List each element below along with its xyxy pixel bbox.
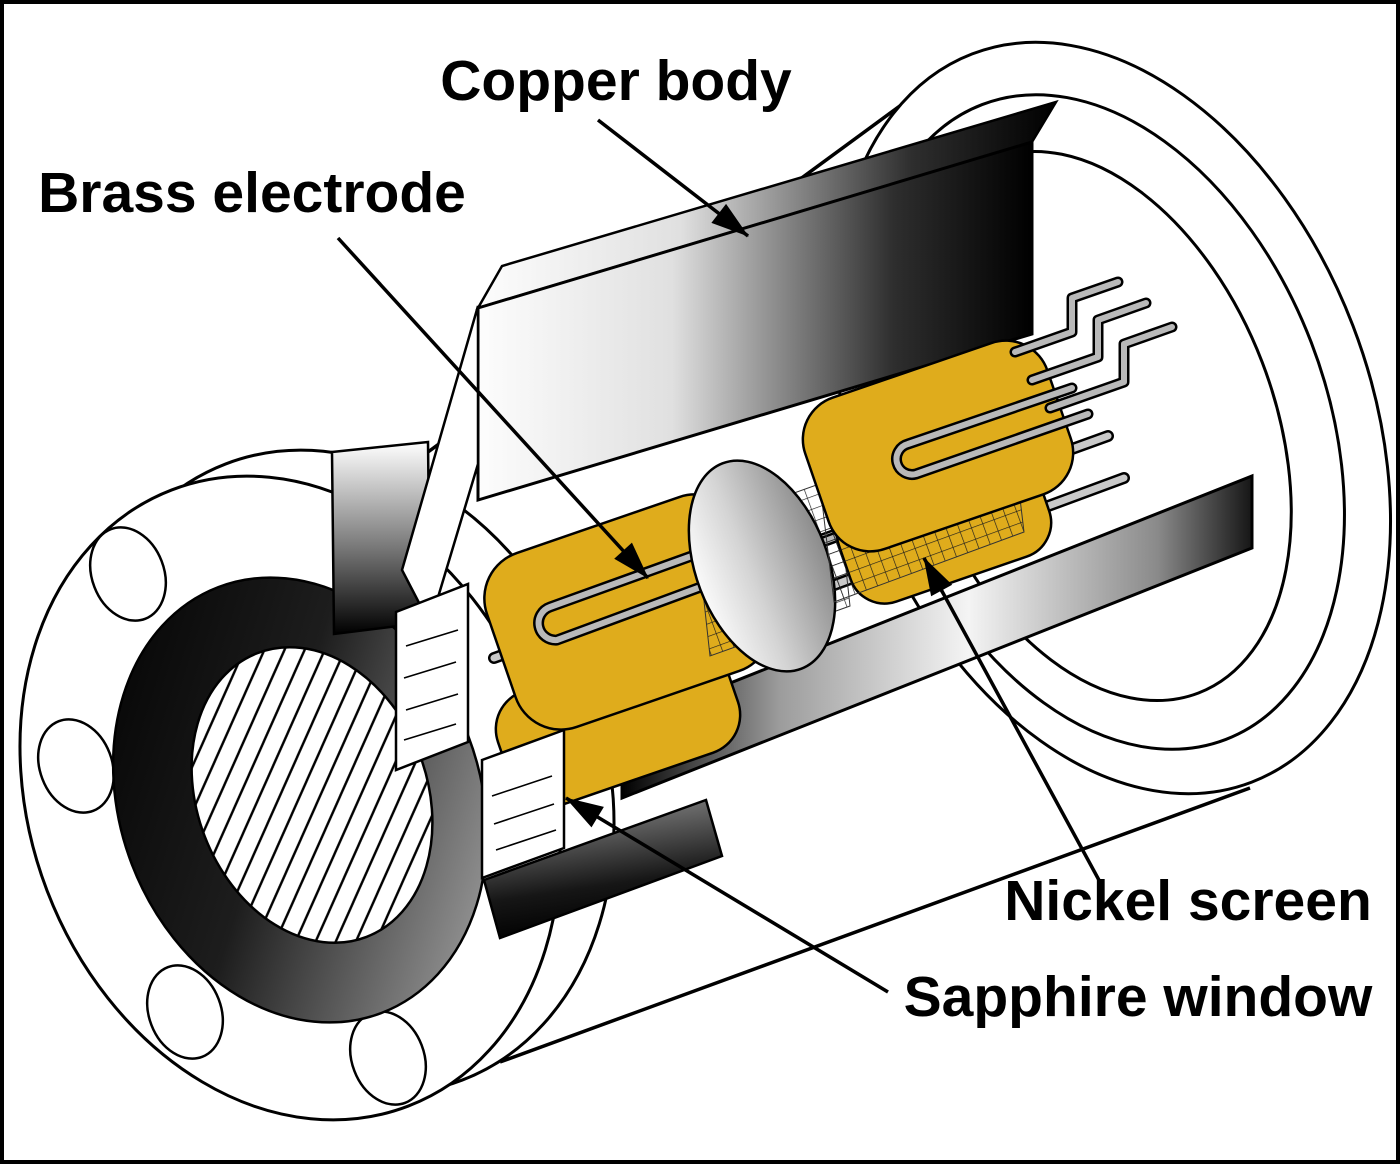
lower-cut-wedge bbox=[482, 798, 724, 940]
brass-electrode-leader-arrow bbox=[336, 236, 650, 580]
brass-electrode-label: Brass electrode bbox=[38, 161, 466, 225]
body-bottom-outline bbox=[499, 786, 1251, 1064]
sapphire-window-label: Sapphire window bbox=[904, 965, 1373, 1029]
flange bbox=[18, 440, 616, 1122]
wire bbox=[535, 461, 1037, 644]
annotations: Copper body Brass electrode Nickel scree… bbox=[38, 49, 1373, 1029]
sapphire-window-leader-arrow bbox=[565, 796, 889, 994]
sapphire-window-part bbox=[480, 728, 724, 940]
electrode-wires-right bbox=[891, 276, 1178, 480]
bolt-hole bbox=[145, 964, 225, 1060]
nickel-screen-label: Nickel screen bbox=[1004, 869, 1372, 933]
bore-hatching bbox=[191, 647, 433, 943]
feedthrough-wire bbox=[1029, 300, 1149, 383]
nickel-screen-leader-arrow bbox=[922, 557, 1102, 883]
copper-body-label: Copper body bbox=[440, 49, 792, 113]
feedthrough-wire bbox=[1012, 279, 1121, 355]
wire bbox=[893, 385, 1091, 478]
electrode-wire-left bbox=[533, 458, 1040, 646]
copper-body-leader-arrow bbox=[596, 118, 750, 238]
bolt-hole bbox=[36, 718, 116, 814]
window-mount-plate bbox=[394, 582, 470, 772]
sapphire-window-plate bbox=[480, 728, 566, 880]
mount-plate-hatching bbox=[403, 629, 459, 741]
copper-body-cut-faces bbox=[475, 99, 1254, 801]
feedthrough-wire bbox=[1047, 324, 1175, 411]
cut-faces-left bbox=[394, 305, 480, 772]
bolt-hole bbox=[88, 526, 168, 622]
window-plate-hatching bbox=[491, 775, 557, 851]
sapphire-window-disc bbox=[687, 459, 837, 673]
